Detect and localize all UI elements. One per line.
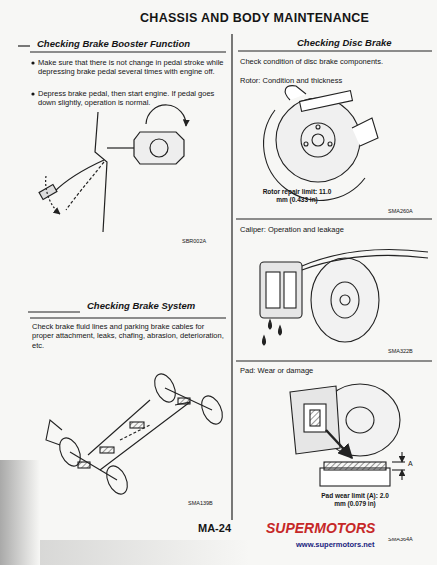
booster-illustration-part [150, 139, 168, 157]
brake-system-illustration-part [70, 452, 117, 480]
rotor-illustration-part [276, 98, 360, 182]
rotor-illustration-part [352, 118, 378, 146]
column-rules [18, 34, 432, 520]
booster-illustration [39, 105, 186, 232]
brake-system-illustration-part [130, 422, 144, 428]
rotor-illustration-part [285, 86, 306, 100]
bullet-dots-part [31, 92, 34, 95]
pad-illustration-part [304, 404, 326, 432]
bullet-dots-part [31, 61, 34, 64]
caliper-illustration-part [279, 326, 282, 335]
pad-illustration [290, 384, 405, 486]
booster-illustration-part [95, 112, 107, 232]
instruction-text: Rotor: Condition and thickness [240, 76, 430, 85]
brake-system-illustration-part [100, 402, 190, 470]
caliper-illustration-part [260, 262, 302, 318]
booster-illustration-part [66, 162, 104, 210]
caliper-illustration-part [302, 255, 428, 270]
booster-illustration-part [107, 147, 134, 148]
figure-code: SMA260A [388, 208, 432, 215]
section-heading: Checking Disc Brake [294, 37, 395, 49]
watermark-url: www.supermotors.net [296, 540, 406, 549]
column-rules-part [28, 311, 80, 312]
rotor-limit-note: Rotor repair limit: 11.0 mm (0.433 in) [258, 188, 336, 204]
caliper-illustration-part [269, 320, 272, 329]
rotor-illustration-part [328, 142, 332, 146]
instruction-text: Check brake fluid lines and parking brak… [32, 322, 226, 350]
pad-illustration-part [320, 468, 390, 486]
pad-illustration-part [290, 386, 340, 454]
pad-illustration-part [401, 452, 402, 462]
column-rules-part [236, 218, 432, 219]
booster-illustration-part [46, 176, 60, 214]
caliper-illustration-part [311, 258, 379, 342]
section-heading: Checking Brake Booster Function [34, 38, 193, 50]
brake-system-illustration-part [165, 388, 212, 410]
scan-shadow-part [40, 540, 250, 565]
scan-shadow [0, 460, 250, 565]
column-rules-part [30, 317, 226, 318]
rotor-illustration-part [312, 134, 324, 146]
instruction-text: Caliper: Operation and leakage [240, 225, 430, 234]
rotor-illustration-part [316, 125, 320, 129]
pad-illustration-part [392, 461, 405, 462]
rotor-illustration [264, 86, 378, 201]
pad-limit-note: Pad wear limit (A): 2.0 mm (0.079 in) [316, 492, 394, 508]
pad-illustration-part [324, 462, 386, 470]
column-rules-part [18, 45, 30, 46]
column-rules-part [236, 360, 432, 361]
booster-illustration-part [54, 160, 104, 192]
rotor-illustration-part [300, 91, 353, 112]
caliper-illustration-part [284, 272, 296, 308]
page-title: CHASSIS AND BODY MAINTENANCE [140, 11, 430, 27]
watermark: SUPERMOTORS [266, 520, 406, 538]
brake-system-illustration-part [100, 447, 114, 453]
column-rules-part [30, 51, 226, 52]
figure-code: SMA322B [388, 348, 432, 355]
pad-illustration-part [346, 407, 374, 433]
instruction-text: Depress brake pedal, then start engine. … [38, 89, 224, 108]
column-rules-part [231, 34, 232, 520]
booster-illustration-part [146, 105, 186, 126]
brake-system-illustration-part [88, 400, 150, 455]
rotor-illustration-part [304, 142, 308, 146]
pad-illustration-part [310, 410, 320, 426]
pad-illustration-part [392, 469, 405, 470]
brake-system-illustration-part [78, 462, 90, 468]
instruction-text: Make sure that there is not change in pe… [38, 58, 224, 77]
dimension-letter: A [408, 460, 422, 469]
caliper-illustration-part [340, 295, 350, 305]
rotor-illustration-part [301, 123, 335, 157]
column-rules-part [238, 50, 432, 51]
scan-shadow-part [0, 460, 40, 565]
booster-illustration-part [134, 132, 184, 164]
caliper-illustration-part [266, 272, 280, 308]
caliper-illustration-part [263, 336, 266, 345]
brake-system-illustration [46, 371, 226, 498]
instruction-text: Pad: Wear or damage [240, 366, 430, 375]
caliper-illustration [260, 249, 428, 345]
brake-system-illustration-part [46, 420, 62, 445]
section-heading: Checking Brake System [84, 300, 198, 312]
caliper-illustration-part [331, 282, 359, 318]
brake-system-illustration-part [178, 398, 190, 404]
pad-illustration-part [401, 470, 402, 480]
figure-code: SBR002A [182, 238, 230, 245]
instruction-text: Check condition of disc brake components… [240, 57, 430, 66]
bullet-dots [31, 61, 34, 95]
pad-illustration-part [326, 430, 352, 458]
figure-code: SMA139B [188, 500, 228, 507]
page-number: MA-24 [198, 522, 258, 536]
